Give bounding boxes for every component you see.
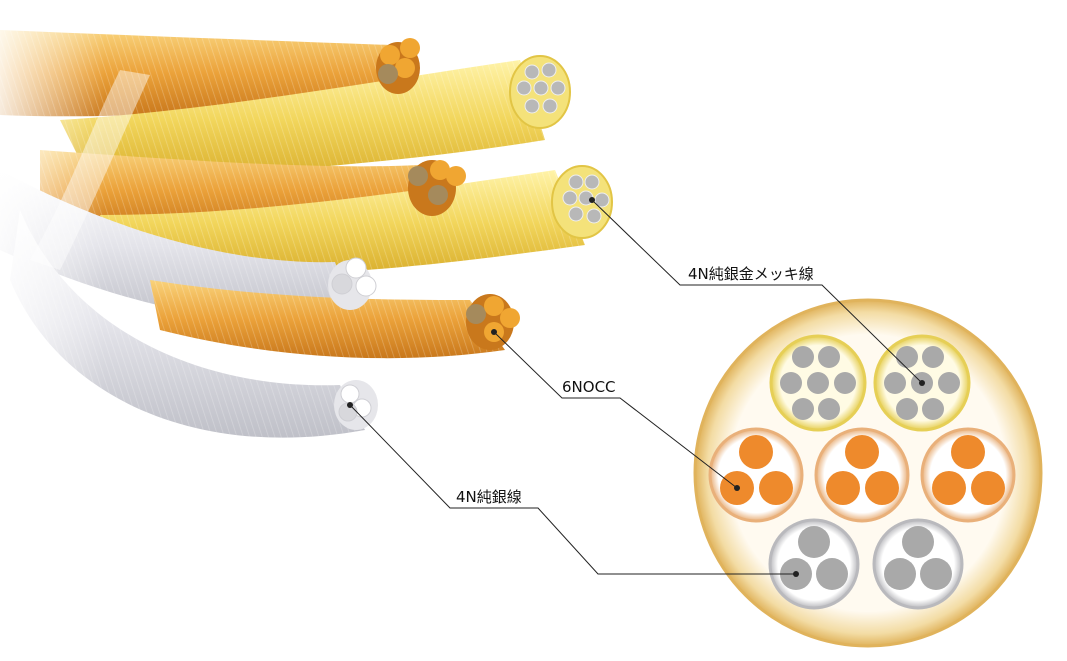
callout-4n-silver: 4N純銀線 [347,402,799,577]
silver-bundle-right [872,518,964,610]
copper-wire-middle-end [408,160,466,216]
gold-bundle-left [769,334,867,432]
callout-gold-plated-silver: 4N純銀金メッキ線 [589,197,925,386]
silver-wire-upper-end [328,257,377,310]
copper-wire-bottom-end [466,294,520,350]
silver-wire-lower-end [334,380,378,430]
copper-bundle-3 [920,427,1016,523]
silver-bundle-left [768,518,860,610]
callout-6nocc: 6NOCC [491,329,740,491]
copper-bundle-2 [814,427,910,523]
label-6nocc: 6NOCC [562,378,616,396]
copper-wire-top-end [376,38,420,94]
label-4n-silver: 4N純銀線 [456,488,522,506]
gold-wire-2-end [551,165,613,239]
cable-cross-section [693,298,1043,648]
copper-bundle-1 [708,427,804,523]
gold-wire-1-end [509,55,571,129]
cable-bundle-illustration [0,0,613,460]
label-4n-silver-gold-plated: 4N純銀金メッキ線 [688,265,814,283]
